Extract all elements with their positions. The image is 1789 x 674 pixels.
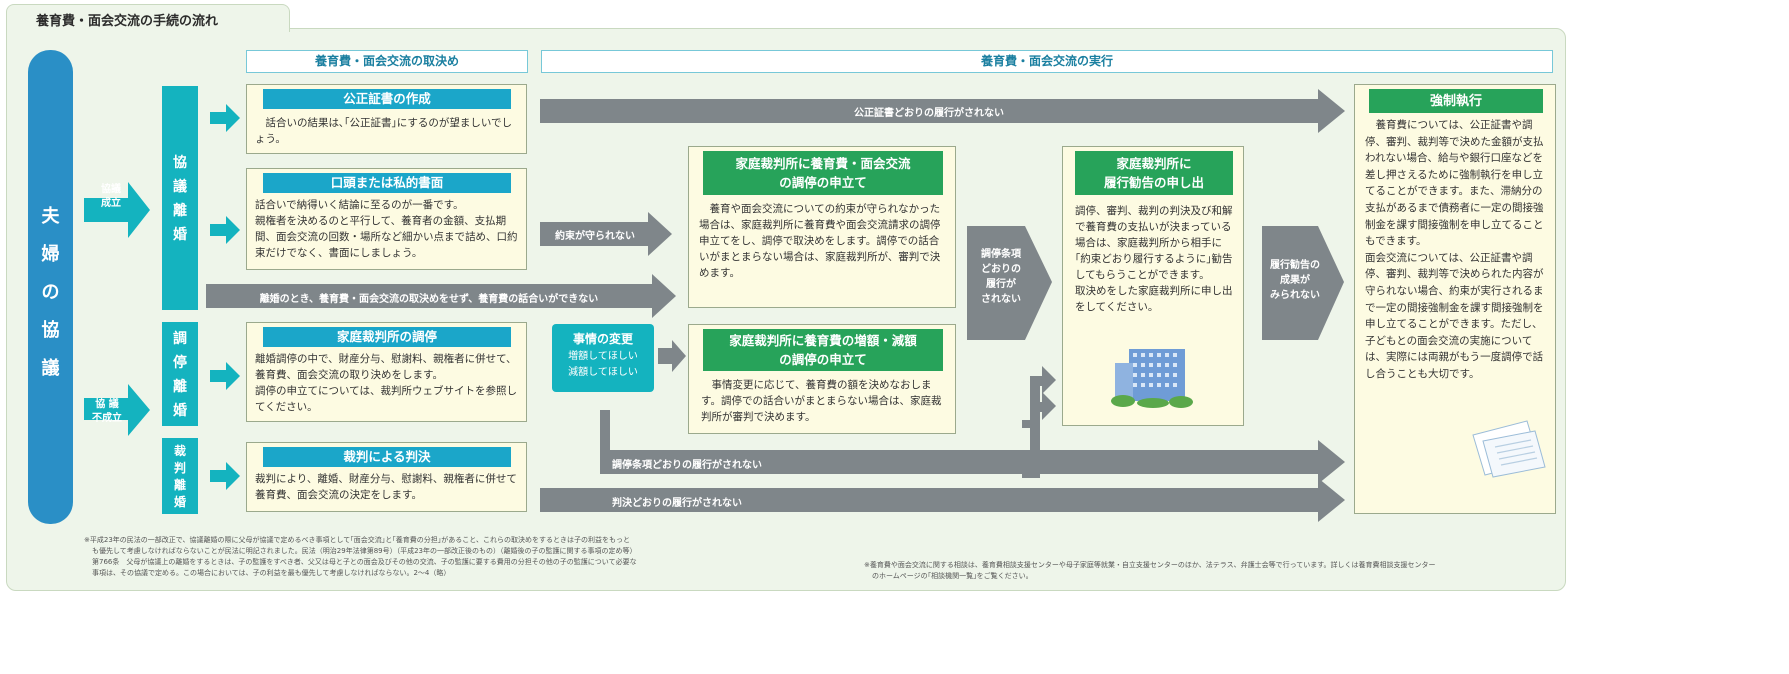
arrow-to-judgment	[210, 462, 240, 490]
card-increase-apply: 家庭裁判所に養育費の増額・減額の調停の申立て 事情変更に応じて、養育費の額を決め…	[688, 324, 956, 434]
change-line-1: 増額してほしい	[568, 351, 638, 362]
chotei-divorce: 調停離婚	[162, 322, 198, 426]
arrow-promise-fail	[540, 212, 672, 256]
arrow-up-2	[1022, 392, 1056, 478]
label-chotei-fail: 調停条項どおりの履行がされない	[612, 460, 762, 471]
page-title: 養育費・面会交流の手続の流れ	[36, 14, 219, 29]
card-recommend: 家庭裁判所に履行勧告の申し出 調停、審判、裁判の判決及び和解で養育費の支払いが決…	[1062, 146, 1244, 426]
label-judgment-fail: 判決どおりの履行がされない	[612, 498, 742, 509]
label-mid-chevron: 調停条項どおりの履行がされない	[981, 249, 1021, 305]
card-enforce: 強制執行 養育費については、公正証書や調停、審判、裁判等で決めた金額が支払われな…	[1354, 84, 1556, 514]
card-enforce-body: 養育費については、公正証書や調停、審判、裁判等で決めた金額が支払われない場合、給…	[1365, 119, 1544, 380]
footnote-left: ※平成23年の民法の一部改正で、協議離婚の際に父母が協議で定めるべき事項として｢…	[84, 536, 637, 577]
card-oral: 口頭または私的書面 話合いで納得いく結論に至るのが一番です。 親権者を決めるのと…	[246, 168, 527, 270]
right-chevron-arrow	[1262, 226, 1344, 340]
card-judgment-title: 裁判による判決	[263, 447, 511, 467]
card-judgment-body: 裁判により、離婚、財産分与、慰謝料、親権者に併せて養育費、面会交流の決定をします…	[255, 473, 517, 501]
card-oral-body: 話合いで納得いく結論に至るのが一番です。 親権者を決めるのと平行して、養育者の金…	[255, 199, 518, 259]
label-no-agreement: 離婚のとき、養育費・面会交流の取決めをせず、養育費の話合いができない	[259, 294, 599, 305]
section-agreement: 養育費・面会交流の取決め	[246, 50, 528, 73]
court-building-icon	[1111, 349, 1193, 408]
document-icon	[1472, 420, 1546, 478]
change-line-2: 減額してほしい	[568, 367, 638, 378]
card-recommend-body: 調停、審判、裁判の判決及び和解で養育費の支払いが決まっている場合は、家庭裁判所か…	[1075, 205, 1233, 313]
arrow-judgment-fail	[540, 478, 1345, 522]
card-notary: 公正証書の作成 話合いの結果は､｢公正証書｣にするのが望ましいでしょう。	[246, 84, 527, 154]
arrow-notary-fail	[540, 89, 1345, 133]
card-mediation-apply-title: 家庭裁判所に養育費・面会交流の調停の申立て	[703, 151, 943, 195]
card-recommend-title: 家庭裁判所に履行勧告の申し出	[1075, 151, 1233, 195]
change-box: 事情の変更 増額してほしい 減額してほしい	[552, 324, 654, 392]
card-court-chotei: 家庭裁判所の調停 離婚調停の中で、財産分与、慰謝料、親権者に併せて、養育費、面会…	[246, 322, 527, 422]
couple-discussion-pill: 夫 婦 の 協 議	[28, 50, 73, 524]
card-court-chotei-body: 離婚調停の中で、財産分与、慰謝料、親権者に併せて、養育費、面会交流の取り決めをし…	[255, 353, 517, 413]
card-enforce-title: 強制執行	[1369, 89, 1543, 113]
arrow-to-notary	[210, 104, 240, 132]
card-increase-apply-title: 家庭裁判所に養育費の増額・減額の調停の申立て	[703, 329, 943, 371]
arrow-change-to-increase	[658, 340, 686, 372]
section-execution: 養育費・面会交流の実行	[541, 50, 1553, 73]
kyogi-divorce: 協議離婚	[162, 86, 198, 310]
label-notary-fail: 公正証書どおりの履行がされない	[854, 108, 1004, 119]
card-oral-title: 口頭または私的書面	[263, 173, 511, 193]
arrow-layer	[84, 89, 1345, 522]
mid-chevron-arrow	[967, 226, 1052, 340]
card-judgment: 裁判による判決 裁判により、離婚、財産分与、慰謝料、親権者に併せて養育費、面会交…	[246, 442, 527, 512]
arrow-chotei-fail	[600, 410, 1345, 484]
title-tab	[6, 4, 290, 32]
arrow-to-oral	[210, 216, 240, 244]
card-mediation-apply-body: 養育や面会交流についての約束が守られなかった場合は、家庭裁判所に養育費や面会交流…	[699, 203, 941, 279]
saiban-divorce: 裁判離婚	[162, 438, 198, 514]
agreement-established: 協議成立	[101, 184, 121, 209]
card-increase-apply-body: 事情変更に応じて、養育費の額を決めなおします。調停での話合いがまとまらない場合は…	[701, 379, 942, 423]
footnote-right: ※養育費や面会交流に関する相談は、養育費相談支援センターや母子家庭等就業・自立支…	[864, 561, 1436, 580]
label-promise-fail: 約束が守られない	[555, 231, 635, 242]
arrow-pill-to-kyogi	[84, 182, 150, 238]
change-title: 事情の変更	[572, 332, 633, 346]
arrow-to-court	[210, 362, 240, 390]
card-notary-title: 公正証書の作成	[263, 89, 511, 109]
card-notary-body: 話合いの結果は､｢公正証書｣にするのが望ましいでしょう。	[255, 117, 513, 145]
card-court-chotei-title: 家庭裁判所の調停	[263, 327, 511, 347]
label-right-chevron: 履行勧告の成果がみられない	[1270, 260, 1320, 301]
card-mediation-apply: 家庭裁判所に養育費・面会交流の調停の申立て 養育や面会交流についての約束が守られ…	[688, 146, 956, 308]
arrow-no-agreement	[206, 274, 676, 318]
agreement-not-established: 協 議不成立	[92, 399, 122, 424]
arrow-pill-to-chotei	[84, 384, 150, 436]
